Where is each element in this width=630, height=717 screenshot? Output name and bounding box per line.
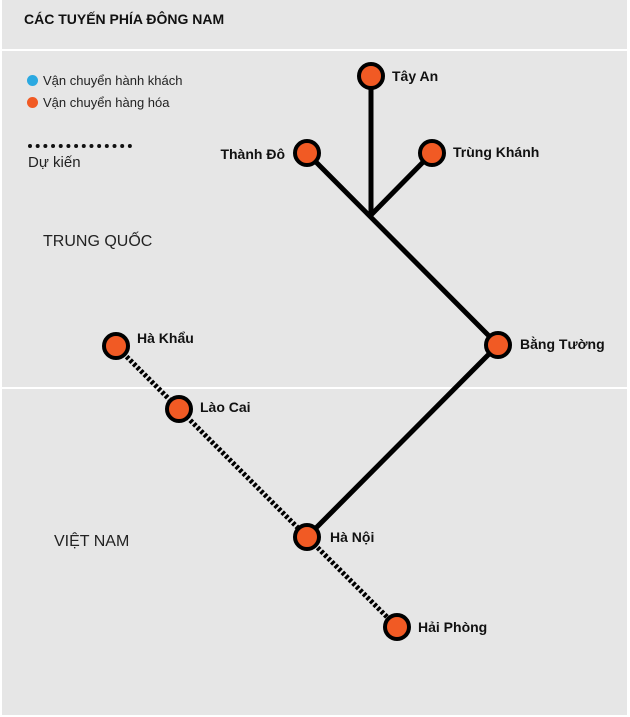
freight-dot-icon (27, 97, 38, 108)
station-marker-icon (165, 395, 193, 423)
station-lao-cai: Lào Cai (165, 395, 251, 423)
station-label-lao-cai: Lào Cai (200, 399, 251, 415)
station-marker-icon (293, 139, 321, 167)
china-region-panel (2, 51, 627, 387)
station-ha-khau: Hà Khẩu (102, 330, 194, 360)
region-label-china: TRUNG QUỐC (43, 233, 153, 250)
legend-passenger-label: Vận chuyển hành khách (43, 73, 183, 88)
line-bang-tuong-ha-noi (305, 343, 500, 539)
station-ha-noi: Hà Nội (293, 523, 374, 551)
station-marker-icon (418, 139, 446, 167)
line-planned-ha-noi-hai-phong (305, 535, 399, 629)
station-label-tay-an: Tây An (392, 68, 438, 84)
station-marker-icon (293, 523, 321, 551)
station-label-ha-khau: Hà Khẩu (137, 330, 194, 346)
station-tay-an: Tây An (357, 62, 438, 90)
station-bang-tuong: Bằng Tường (484, 331, 605, 359)
header-panel: CÁC TUYẾN PHÍA ĐÔNG NAM (2, 0, 627, 49)
region-label-vietnam: VIỆT NAM (54, 533, 130, 550)
vietnam-region-panel (2, 389, 627, 715)
legend-planned-line (28, 144, 132, 148)
line-planned-ha-khau-ha-noi (114, 344, 309, 539)
station-marker-icon (357, 62, 385, 90)
map-title: CÁC TUYẾN PHÍA ĐÔNG NAM (24, 11, 225, 27)
station-marker-icon (383, 613, 411, 641)
legend-freight-label: Vận chuyển hàng hóa (43, 95, 170, 110)
station-label-bang-tuong: Bằng Tường (520, 335, 605, 352)
station-marker-icon (102, 332, 130, 360)
station-label-thanh-do: Thành Đô (220, 146, 285, 162)
station-label-trung-khanh: Trùng Khánh (453, 144, 539, 160)
station-marker-icon (484, 331, 512, 359)
legend-passenger: Vận chuyển hành khách (27, 73, 183, 88)
passenger-dot-icon (27, 75, 38, 86)
station-thanh-do: Thành Đô (220, 139, 321, 167)
station-label-hai-phong: Hải Phòng (418, 619, 487, 635)
legend-freight: Vận chuyển hàng hóa (27, 95, 170, 110)
line-trung-khanh (369, 151, 434, 217)
legend-planned-label: Dự kiến (28, 154, 81, 171)
station-trung-khanh: Trùng Khánh (418, 139, 539, 167)
line-thanh-do-bang-tuong (305, 151, 500, 347)
station-hai-phong: Hải Phòng (383, 613, 487, 641)
station-label-ha-noi: Hà Nội (330, 529, 374, 545)
